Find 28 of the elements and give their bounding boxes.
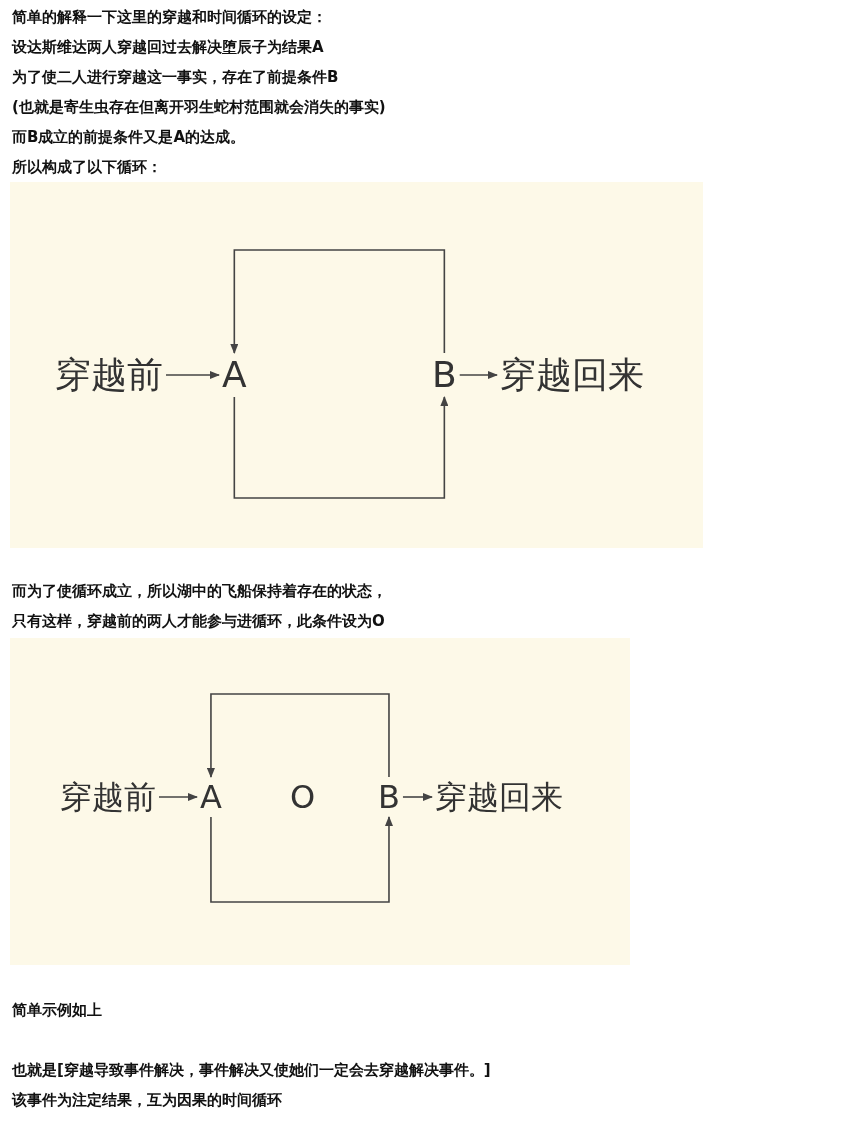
arrow (233, 396, 449, 499)
text-line: 所以构成了以下循环： (12, 158, 162, 176)
text-line: 该事件为注定结果，互为因果的时间循环 (12, 1091, 282, 1109)
text-line: 简单的解释一下这里的穿越和时间循环的设定： (12, 8, 327, 26)
text-line: 而为了使循环成立，所以湖中的飞船保持着存在的状态， (12, 582, 387, 600)
arrow (210, 816, 393, 903)
term-label: 穿越回来 (435, 781, 563, 813)
text-line: 也就是[穿越导致事件解决，事件解决又使她们一定会去穿越解决事件。] (12, 1061, 491, 1079)
arrow (230, 249, 446, 354)
text-line: 设达斯维达两人穿越回过去解决堕辰子为结果A (12, 38, 324, 56)
arrow (165, 371, 220, 379)
arrow (206, 693, 390, 778)
term-label: A (222, 357, 247, 393)
term-label: B (378, 781, 400, 813)
term-label: B (432, 357, 457, 393)
arrow (402, 793, 433, 801)
text-line: 简单示例如上 (12, 1001, 102, 1019)
term-label: 穿越前 (55, 357, 163, 393)
term-label: 穿越回来 (500, 357, 644, 393)
term-label: 穿越前 (60, 781, 156, 813)
arrow (458, 371, 498, 379)
text-line: 而B成立的前提条件又是A的达成。 (12, 128, 246, 146)
term-label: O (290, 781, 316, 813)
text-line: (也就是寄生虫存在但离开羽生蛇村范围就会消失的事实) (12, 98, 386, 116)
text-line: 为了使二人进行穿越这一事实，存在了前提条件B (12, 68, 339, 86)
text-line: 只有这样，穿越前的两人才能参与进循环，此条件设为O (12, 612, 385, 630)
term-label: A (200, 781, 222, 813)
arrow (158, 793, 198, 801)
